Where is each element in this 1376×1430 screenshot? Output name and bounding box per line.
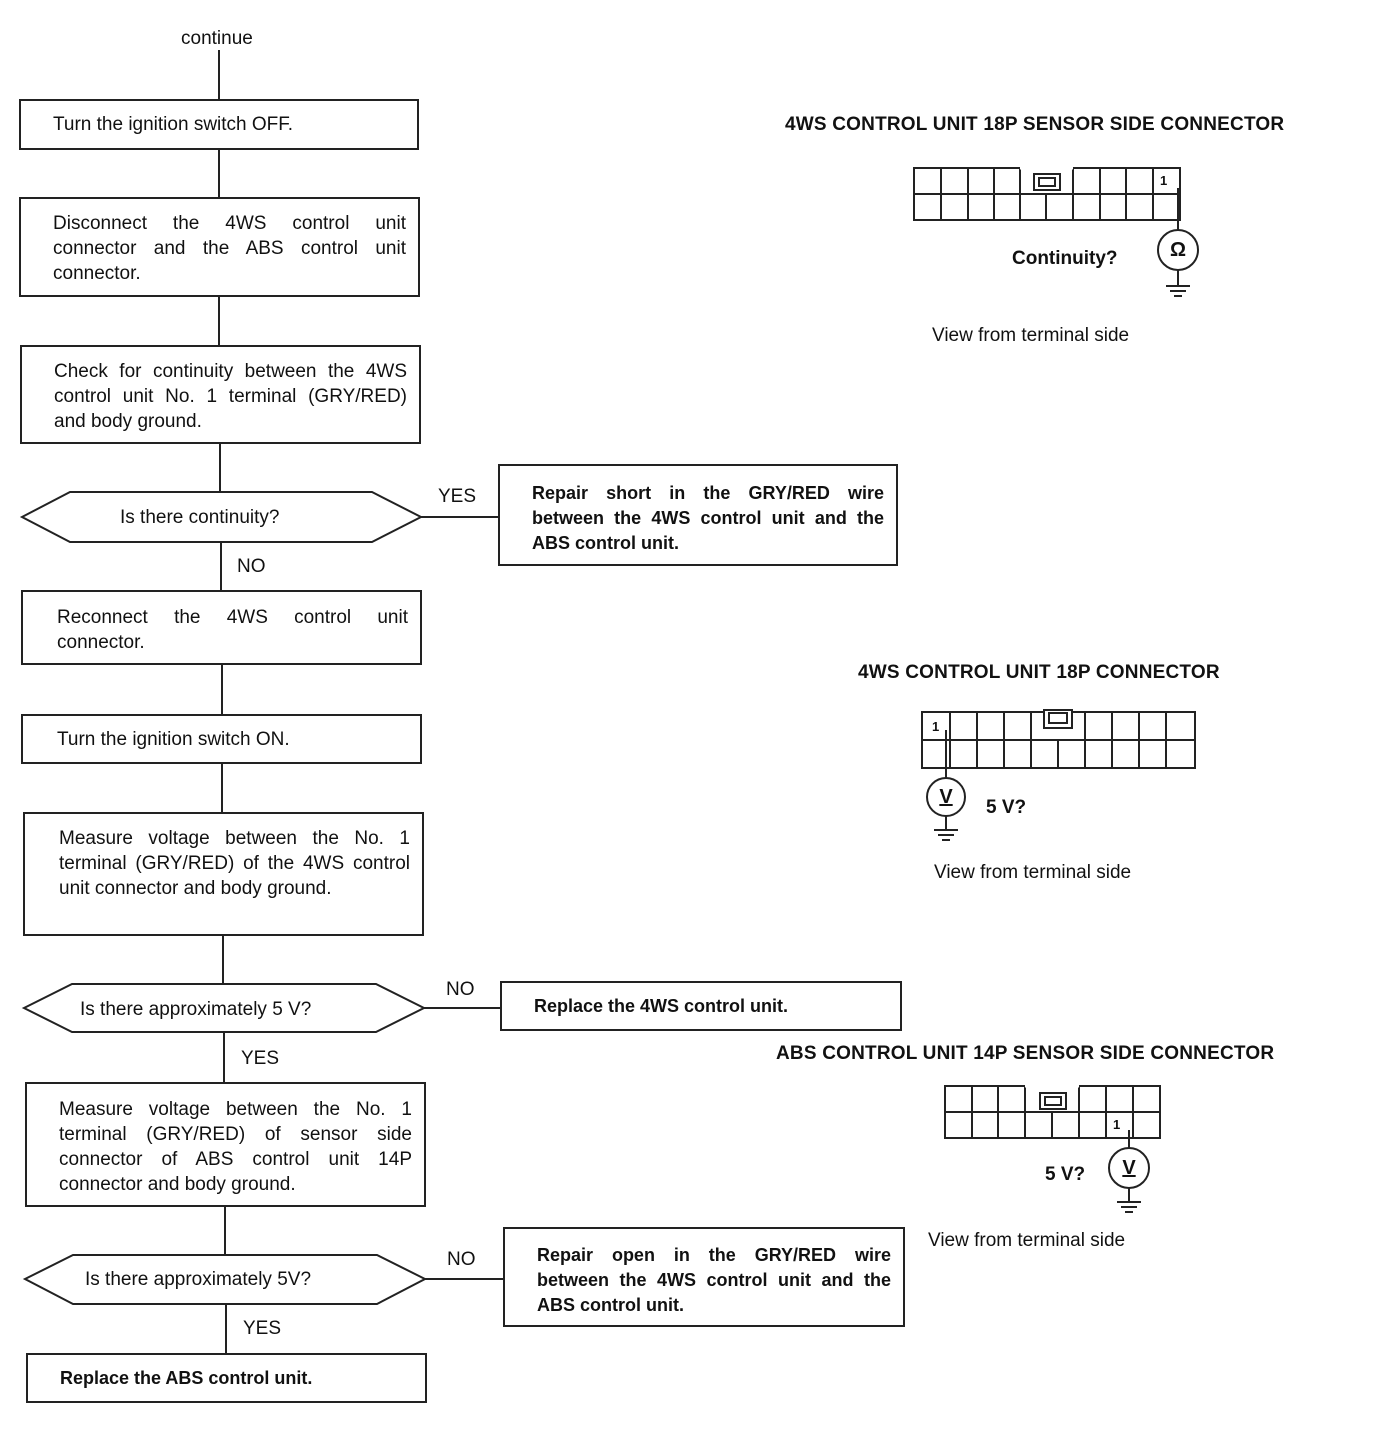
result-repair-short: Repair short in the GRY/RED wire between… bbox=[498, 464, 898, 566]
diagram1-view-label: View from terminal side bbox=[932, 325, 1130, 346]
step-check-continuity: Check for continuity between the 4WS con… bbox=[20, 345, 421, 444]
decision1-yes-label: YES bbox=[438, 486, 477, 507]
decision2-text: Is there approximately 5 V? bbox=[80, 999, 312, 1020]
decision3-shape bbox=[22, 1254, 428, 1305]
diagram3-pin-label: 1 bbox=[1113, 1117, 1121, 1132]
step-disconnect-text: Disconnect the 4WS control unit connecto… bbox=[53, 213, 406, 284]
step-ignition-off: Turn the ignition switch OFF. bbox=[19, 99, 419, 150]
step-ignition-on: Turn the ignition switch ON. bbox=[21, 714, 422, 764]
decision3-text: Is there approximately 5V? bbox=[85, 1269, 312, 1290]
result-replace-4ws-text: Replace the 4WS control unit. bbox=[534, 995, 789, 1016]
volt-meter-icon: V bbox=[939, 786, 953, 808]
step-ignition-on-text: Turn the ignition switch ON. bbox=[57, 728, 290, 750]
connector-diagram-1 bbox=[913, 166, 1199, 297]
result-replace-abs: Replace the ABS control unit. bbox=[26, 1353, 427, 1403]
diagram2-title: 4WS CONTROL UNIT 18P CONNECTOR bbox=[858, 662, 1220, 683]
step-reconnect: Reconnect the 4WS control unit connector… bbox=[21, 590, 422, 665]
diagram1-title: 4WS CONTROL UNIT 18P SENSOR SIDE CONNECT… bbox=[785, 114, 1285, 135]
result-repair-open-text: Repair open in the GRY/RED wire between … bbox=[537, 1245, 891, 1315]
diagram1-pin-label: 1 bbox=[1160, 173, 1168, 188]
result-replace-4ws: Replace the 4WS control unit. bbox=[500, 981, 902, 1031]
continue-label: continue bbox=[181, 28, 253, 49]
diagram2-pin-label: 1 bbox=[932, 719, 940, 734]
step-measure-abs-text: Measure voltage between the No. 1 termin… bbox=[59, 1099, 412, 1195]
decision3-yes-label: YES bbox=[243, 1318, 282, 1339]
connector-diagram-3 bbox=[944, 1084, 1161, 1213]
step-reconnect-text: Reconnect the 4WS control unit connector… bbox=[57, 607, 408, 653]
diagram3-title: ABS CONTROL UNIT 14P SENSOR SIDE CONNECT… bbox=[776, 1043, 1275, 1064]
ohm-meter-icon: Ω bbox=[1169, 239, 1187, 261]
step-ignition-off-text: Turn the ignition switch OFF. bbox=[53, 114, 294, 135]
volt-meter-icon: V bbox=[1122, 1157, 1136, 1179]
decision1-shape bbox=[19, 491, 424, 543]
diagram3-view-label: View from terminal side bbox=[928, 1230, 1126, 1251]
step-measure-4ws-text: Measure voltage between the No. 1 termin… bbox=[59, 828, 410, 899]
decision2-no-label: NO bbox=[446, 979, 475, 1000]
result-repair-short-text: Repair short in the GRY/RED wire between… bbox=[532, 483, 884, 553]
result-repair-open: Repair open in the GRY/RED wire between … bbox=[503, 1227, 905, 1327]
decision1-no-label: NO bbox=[237, 556, 266, 577]
diagram2-question: 5 V? bbox=[986, 797, 1027, 818]
decision1-text: Is there continuity? bbox=[120, 507, 280, 528]
decision3-no-label: NO bbox=[447, 1249, 476, 1270]
connector-diagram-2 bbox=[921, 709, 1196, 841]
decision2-shape bbox=[21, 983, 427, 1033]
step-measure-4ws: Measure voltage between the No. 1 termin… bbox=[23, 812, 424, 936]
diagram2-view-label: View from terminal side bbox=[934, 862, 1132, 883]
result-replace-abs-text: Replace the ABS control unit. bbox=[60, 1367, 313, 1388]
step-disconnect: Disconnect the 4WS control unit connecto… bbox=[19, 197, 420, 297]
step-check-continuity-text: Check for continuity between the 4WS con… bbox=[54, 361, 407, 432]
step-measure-abs: Measure voltage between the No. 1 termin… bbox=[25, 1082, 426, 1207]
decision2-yes-label: YES bbox=[241, 1048, 280, 1069]
diagram1-question: Continuity? bbox=[1012, 248, 1118, 269]
diagram3-question: 5 V? bbox=[1045, 1164, 1086, 1185]
